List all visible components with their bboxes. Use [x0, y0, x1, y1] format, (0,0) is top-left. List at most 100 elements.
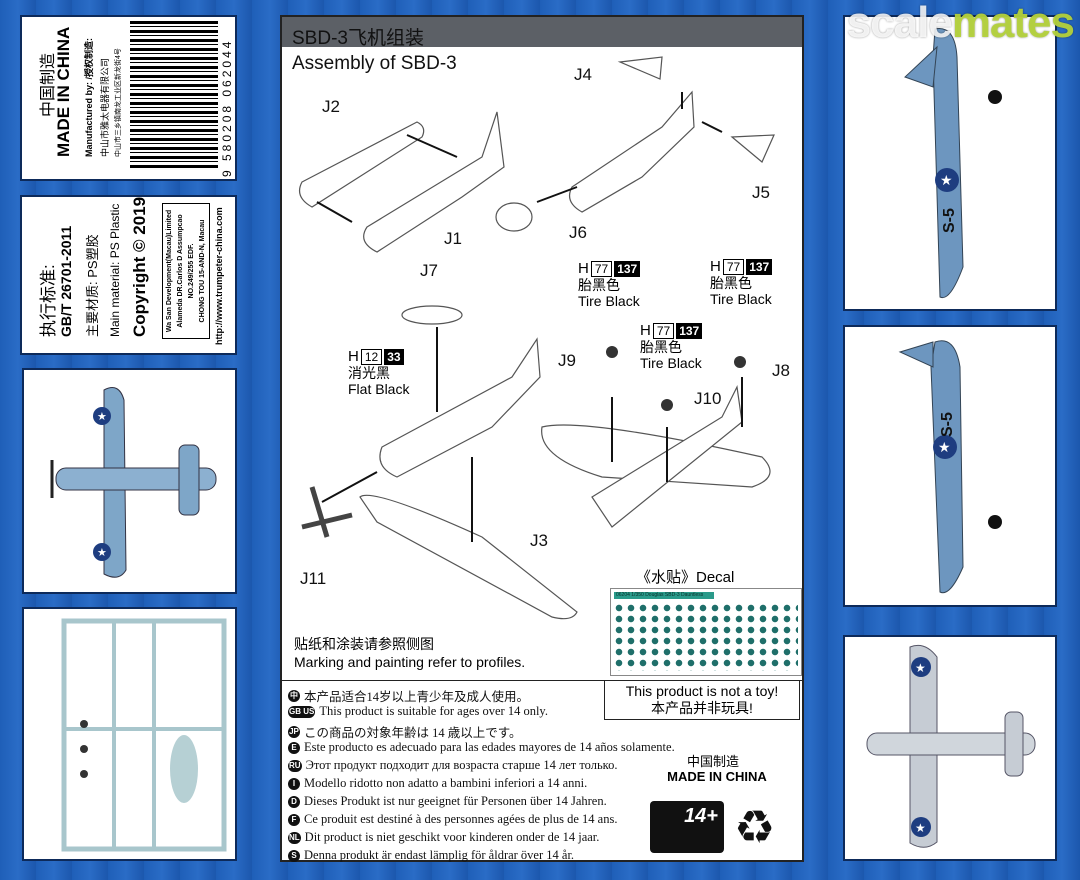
paint-prefix: H — [710, 258, 721, 275]
svg-text:★: ★ — [97, 547, 107, 559]
age-warning: Este producto es adecuado para las edade… — [304, 740, 675, 754]
age-warning: Modello ridotto non adatto a bambini inf… — [304, 776, 588, 790]
paint-prefix: H — [578, 260, 589, 277]
manufacturer-address: 中山市三乡镇南龙工业区新龙街4号 — [115, 48, 122, 157]
aircraft-code: S-5 — [939, 412, 956, 437]
made-in-china: MADE IN CHINA — [54, 26, 73, 157]
engine-cowl-j6 — [495, 202, 533, 232]
paint-name-en: Tire Black — [710, 291, 772, 307]
watermark-part2: mates — [951, 0, 1075, 47]
title-en: Assembly of SBD-3 — [292, 53, 457, 74]
language-badge: GB US — [288, 705, 316, 718]
title-cn: SBD-3飞机组装 — [292, 28, 424, 49]
fuselage-j-assembly — [569, 90, 695, 213]
sprue-drawing — [61, 618, 227, 852]
paint-code-alt: 137 — [746, 259, 773, 275]
svg-text:★: ★ — [940, 172, 953, 188]
marking-note-en: Marking and painting refer to profiles. — [294, 654, 526, 670]
part-label-j4: J4 — [574, 65, 592, 84]
paint-prefix: H — [348, 348, 359, 365]
made-in-china: MADE IN CHINA — [667, 769, 767, 784]
fuselage-half-j1 — [363, 111, 505, 253]
barcode-number: 9 580208 062044 — [220, 38, 234, 177]
age-warning: This product is suitable for ages over 1… — [319, 704, 548, 718]
info-panel: 执行标准: GB/T 26701-2011 主要材质: PS塑胶 Main ma… — [20, 195, 237, 355]
language-badge: F — [288, 813, 300, 826]
stabilizer-j5 — [730, 134, 775, 163]
website-link[interactable]: http://www.trumpeter-china.com — [214, 207, 224, 345]
decal-title: 《水贴》Decal — [636, 569, 735, 586]
recycle-icon: ♻ — [734, 801, 776, 853]
language-badge: RU — [288, 759, 302, 772]
paint-code: 77 — [590, 261, 613, 277]
paint-name-en: Tire Black — [578, 293, 640, 309]
label-panel: 中国制造 MADE IN CHINA Manufactured by: /授权制… — [20, 15, 237, 181]
part-label-j1: J1 — [444, 229, 462, 248]
paint-name-cn: 胎黑色 — [640, 339, 682, 355]
aircraft-code: S-5 — [941, 208, 958, 233]
age-badge-text: 14+ — [684, 805, 718, 827]
plane-top-view-image: ★★ — [50, 387, 217, 578]
language-badge: S — [288, 849, 300, 862]
copyright: Copyright © 2019 — [130, 196, 149, 337]
address-line: Alameda DR.Carlos D Assumpcao — [177, 214, 184, 328]
svg-text:★: ★ — [915, 821, 926, 835]
svg-text:★: ★ — [97, 411, 107, 423]
paint-code-alt: 137 — [676, 323, 703, 339]
language-badge: I — [288, 777, 300, 790]
scalemates-watermark: scalemates — [847, 0, 1075, 48]
side-profile-2: ★ S-5 — [843, 325, 1057, 607]
age-warning: この商品の対象年齢は 14 歳以上です。 — [304, 726, 522, 740]
age-warning: Denna produkt är endast lämplig för åldr… — [304, 848, 575, 862]
barcode — [130, 21, 218, 169]
bottom-view-profile: ★★ — [843, 635, 1057, 861]
address-line: CHONG TOU 15-AND-N, Macau — [199, 219, 206, 323]
plane-profile-image: ★ — [904, 28, 1002, 299]
standard-label: 执行标准: — [39, 264, 58, 337]
part-label-j6: J6 — [569, 223, 587, 242]
sprue-image — [22, 607, 237, 861]
assembly-diagram — [299, 56, 775, 620]
decal-roundels — [614, 603, 798, 671]
paint-name-cn: 消光黑 — [348, 365, 390, 381]
part-label-j9: J9 — [558, 351, 576, 370]
paint-code: 12 — [360, 349, 383, 365]
assembly-instructions: SBD-3飞机组装 Assembly of SBD-3 J2 J1 J4 J5 … — [280, 15, 804, 862]
age-14-plus-icon: 14+ — [650, 801, 724, 853]
part-label-j11: J11 — [300, 569, 327, 588]
paint-name-cn: 胎黑色 — [578, 277, 620, 293]
publisher-address: Wa San Development(Macau)Limited Alameda… — [162, 203, 210, 339]
decal-sheet-label: 06204 1/350 Douglas SBD-3 Dauntless — [614, 592, 714, 599]
wing-assembled — [541, 424, 771, 488]
not-toy-en: This product is not a toy! — [625, 683, 779, 699]
side-profile-1: ★ S-5 — [843, 15, 1057, 311]
age-warning: Ce produit est destiné à des personnes a… — [304, 812, 618, 826]
svg-text:★: ★ — [938, 439, 951, 455]
standard-number: GB/T 26701-2011 — [58, 225, 74, 337]
language-badge: JP — [288, 725, 300, 738]
address-line: Wa San Development(Macau)Limited — [166, 209, 173, 333]
part-label-j5: J5 — [752, 183, 770, 202]
manufactured-by: Manufactured by: /授权制造: — [84, 37, 94, 157]
paint-name-en: Flat Black — [348, 381, 410, 397]
fuselage-assembled — [379, 337, 541, 478]
paint-code: 77 — [652, 323, 675, 339]
part-label-j8: J8 — [772, 361, 790, 380]
part-label-j10: J10 — [694, 389, 722, 408]
not-a-toy-box: This product is not a toy! 本产品并非玩具! — [604, 680, 800, 720]
top-view-profile: ★★ — [22, 368, 237, 594]
paint-code-alt: 33 — [384, 349, 404, 365]
language-badge: NL — [288, 831, 301, 844]
language-badge: E — [288, 741, 300, 754]
paint-code: 77 — [722, 259, 745, 275]
paint-name-en: Tire Black — [640, 355, 702, 371]
language-badge: 中 — [288, 689, 300, 702]
svg-text:★: ★ — [915, 661, 926, 675]
part-label-j3: J3 — [530, 531, 548, 550]
part-label-j2: J2 — [322, 97, 340, 116]
decal-sheet: 06204 1/350 Douglas SBD-3 Dauntless — [610, 588, 802, 676]
material-en: Main material: PS Plastic — [108, 203, 122, 337]
